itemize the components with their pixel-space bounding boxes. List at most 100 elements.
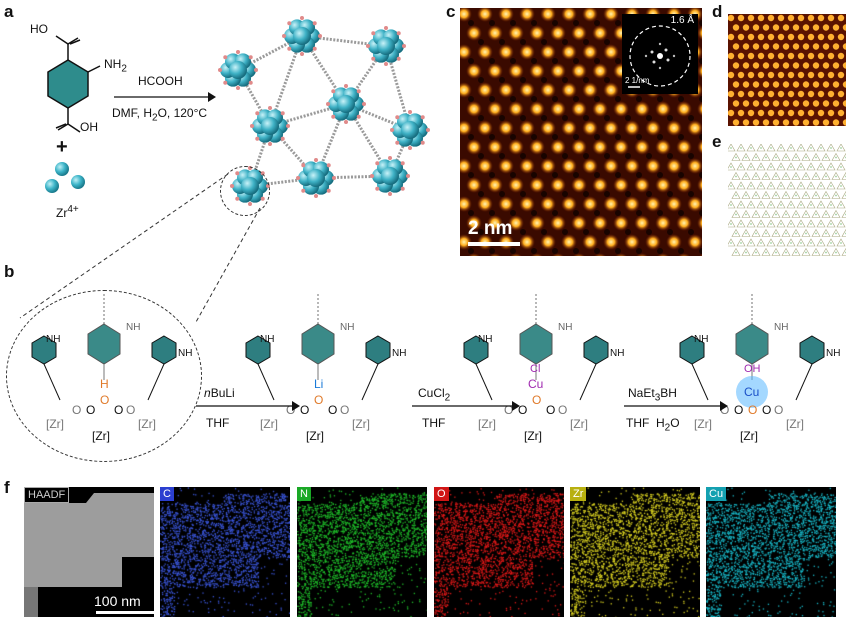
map-label-c: C <box>160 487 174 501</box>
step2-solvent: THF <box>422 416 446 430</box>
svg-text:O: O <box>340 403 349 417</box>
step3-solvent: THF H2O <box>626 416 680 434</box>
svg-text:[Zr]: [Zr] <box>306 429 324 443</box>
fft-scale-label: 2 1/nm <box>625 76 650 85</box>
step2-sub: 2 <box>444 392 451 404</box>
map-copper: Cu <box>706 487 836 617</box>
label-oh: OH <box>80 120 98 134</box>
step1-reagent: nBuLi <box>204 386 235 400</box>
fft-resolution-label: 1.6 Å <box>670 15 694 26</box>
zr-ions <box>45 162 85 193</box>
map-label-haadf: HAADF <box>24 487 70 503</box>
label-ho: HO <box>30 22 48 36</box>
svg-text:O: O <box>314 393 323 407</box>
fft-pattern <box>628 25 691 88</box>
step3-thf: THF <box>626 416 650 430</box>
map-label-o: O <box>434 487 449 501</box>
svg-text:O: O <box>558 403 567 417</box>
svg-text:O: O <box>546 403 555 417</box>
haadf-particle <box>24 493 154 617</box>
nitrogen-map-canvas <box>297 487 427 617</box>
step3-reagent-tail: BH <box>660 386 677 400</box>
zoom-circle-large <box>6 290 202 462</box>
hrtem-scale-label: 2 nm <box>468 218 513 239</box>
svg-text:Cl: Cl <box>530 363 540 375</box>
svg-text:NH: NH <box>126 322 140 333</box>
reaction-conditions: DMF, H2O, 120°C <box>112 106 207 123</box>
svg-text:O: O <box>286 403 295 417</box>
svg-text:NH: NH <box>478 334 492 345</box>
svg-text:[Zr]: [Zr] <box>138 417 156 431</box>
hrtem-image <box>460 8 702 256</box>
svg-text:O: O <box>86 403 95 417</box>
oxygen-map-canvas <box>434 487 564 617</box>
zr-text: Zr <box>56 206 68 220</box>
label-zr: Zr4+ <box>56 204 79 220</box>
map-oxygen: O <box>434 487 564 617</box>
svg-text:O: O <box>100 393 109 407</box>
svg-text:O: O <box>114 403 123 417</box>
map-carbon: C <box>160 487 290 617</box>
panel-label-d: d <box>712 2 723 21</box>
step1-italic: n <box>204 386 211 400</box>
svg-text:NH: NH <box>694 334 708 345</box>
eds-scale-bar <box>96 611 154 614</box>
step3-water-tail: O <box>670 416 680 430</box>
copper-map-canvas <box>706 487 836 617</box>
svg-text:NH: NH <box>178 348 192 359</box>
zoom-circle-small <box>220 166 270 216</box>
svg-text:O: O <box>126 403 135 417</box>
step3-reagent-text: NaEt <box>628 386 655 400</box>
svg-text:NH: NH <box>774 322 788 333</box>
svg-text:NH: NH <box>392 348 406 359</box>
label-nh2: NH2 <box>104 57 127 75</box>
svg-text:O: O <box>504 403 513 417</box>
svg-text:NH: NH <box>46 334 60 345</box>
svg-text:[Zr]: [Zr] <box>786 417 804 431</box>
svg-text:O: O <box>300 403 309 417</box>
map-label-n: N <box>297 487 311 501</box>
conditions-part1: DMF, H <box>112 106 152 120</box>
nh2-text: NH <box>104 57 122 71</box>
zirconium-map-canvas <box>570 487 700 617</box>
svg-text:[Zr]: [Zr] <box>524 429 542 443</box>
step3-reagent: NaEt3BH <box>628 386 677 403</box>
step3-water: H <box>656 416 665 430</box>
map-zirconium: Zr <box>570 487 700 617</box>
svg-text:O: O <box>734 403 743 417</box>
svg-text:NH: NH <box>558 322 572 333</box>
conditions-part2: O, 120°C <box>157 106 208 120</box>
svg-text:[Zr]: [Zr] <box>260 417 278 431</box>
svg-text:Cu: Cu <box>528 377 543 391</box>
step3-sub: 3 <box>654 392 661 404</box>
map-haadf: HAADF 100 nm <box>24 487 154 617</box>
svg-text:NH: NH <box>610 348 624 359</box>
hrtem-scale-bar <box>468 242 520 246</box>
svg-text:[Zr]: [Zr] <box>740 429 758 443</box>
svg-text:O: O <box>518 403 527 417</box>
svg-text:O: O <box>328 403 337 417</box>
plus-sign: + <box>56 136 68 158</box>
simulated-hrtem <box>728 14 846 126</box>
svg-text:O: O <box>774 403 783 417</box>
reagent-hcooh: HCOOH <box>138 74 183 88</box>
svg-text:[Zr]: [Zr] <box>694 417 712 431</box>
zr-charge: 4+ <box>67 204 79 215</box>
svg-text:[Zr]: [Zr] <box>570 417 588 431</box>
svg-text:O: O <box>720 403 729 417</box>
step2-reagent: CuCl2 <box>418 386 450 403</box>
fft-inset: 1.6 Å 2 1/nm <box>622 14 698 94</box>
svg-text:NH: NH <box>826 348 840 359</box>
panel-label-c: c <box>446 2 456 21</box>
map-label-cu: Cu <box>706 487 727 501</box>
svg-text:[Zr]: [Zr] <box>352 417 370 431</box>
svg-text:[Zr]: [Zr] <box>92 429 110 443</box>
map-label-zr: Zr <box>570 487 587 501</box>
svg-text:O: O <box>762 403 771 417</box>
map-nitrogen: N <box>297 487 427 617</box>
svg-text:O: O <box>748 403 757 417</box>
svg-text:[Zr]: [Zr] <box>46 417 64 431</box>
svg-text:Li: Li <box>314 377 323 391</box>
